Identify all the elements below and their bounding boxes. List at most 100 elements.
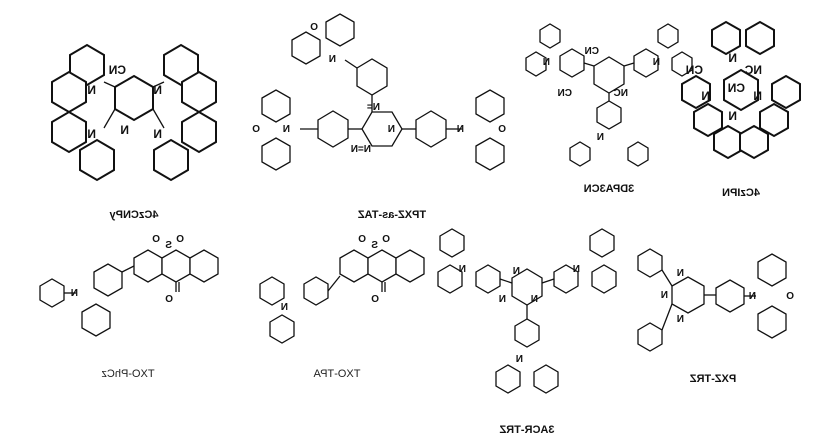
phenyl-ring xyxy=(637,322,663,352)
nitrogen-label: N xyxy=(499,294,506,305)
phenyl-ring xyxy=(569,141,591,167)
thioxanthone-ring xyxy=(339,249,369,283)
cyano-label: NC xyxy=(744,63,762,77)
benzene-core-ring xyxy=(593,56,625,94)
nitrogen-label: N xyxy=(543,57,550,68)
phenyl-ring xyxy=(415,110,447,148)
carbazole-ring xyxy=(51,110,87,154)
carbazole-ring xyxy=(93,263,123,297)
molecule-tpxz-as-taz: O N O N N O N= N=N N TPXZ-as-TAZ xyxy=(252,13,506,221)
nitrogen-label: N xyxy=(728,51,737,65)
triazine-ring xyxy=(671,276,705,314)
acridine-ring xyxy=(439,228,465,258)
carbazole-ring xyxy=(79,138,115,182)
carbazole-ring xyxy=(745,20,775,56)
nitrogen-label: N xyxy=(753,89,762,103)
carbazole-ring xyxy=(739,124,769,160)
nitrogen-label: N xyxy=(677,314,684,325)
caption-txo-tpa: TXO-TPA xyxy=(313,368,361,380)
phenyl-ring xyxy=(637,248,663,278)
acridine-ring xyxy=(589,228,615,258)
nitrogen-label: N xyxy=(388,124,395,135)
oxygen-label: O xyxy=(252,124,260,135)
cyano-label: CN xyxy=(686,63,703,77)
cyano-label: CN xyxy=(728,81,745,95)
carbazole-ring xyxy=(153,138,189,182)
phenyl-ring xyxy=(39,278,65,308)
oxygen-label: O xyxy=(152,234,160,245)
nitrogen-label: N xyxy=(459,264,466,275)
cyano-label: CN xyxy=(558,88,572,99)
phenoxazine-ring xyxy=(475,137,505,171)
carbazole-ring xyxy=(51,70,87,114)
phenoxazine-ring xyxy=(757,253,787,287)
phenyl-ring xyxy=(596,100,622,130)
caption-4czcnpy: 4CzCNPy xyxy=(109,209,159,221)
oxygen-label: O xyxy=(176,234,184,245)
phenyl-ring xyxy=(303,276,329,306)
thioxanthone-ring xyxy=(395,249,425,283)
oxygen-label: O xyxy=(310,22,318,33)
phenyl-ring xyxy=(715,279,745,313)
phenoxazine-ring xyxy=(757,305,787,339)
phenyl-ring xyxy=(539,23,561,49)
nitrogen-label: N xyxy=(87,83,96,97)
phenyl-ring xyxy=(514,318,540,348)
carbazole-ring xyxy=(81,303,111,337)
molecule-pxz-trz: N O N N N PXZ-TRZ xyxy=(637,248,794,385)
cyano-label: CN xyxy=(585,46,599,57)
molecule-txo-phcz: N S O O O TXO-PhCz xyxy=(39,234,219,380)
nitrogen-label: N xyxy=(513,266,520,277)
carbazole-ring xyxy=(771,74,801,110)
caption-pxz-trz: PXZ-TRZ xyxy=(690,373,737,385)
nitrogen-label: N xyxy=(283,124,290,135)
caption-3dpa3cn: 3DPA3CN xyxy=(584,183,635,195)
caption-4czipn: 4CzIPN xyxy=(722,187,760,199)
caption-3acr-trz: 3ACR-TRZ xyxy=(499,424,554,436)
molecule-4czcnpy: N N N N CN N 4CzCNPy xyxy=(51,43,217,221)
pyridine-ring xyxy=(114,74,154,122)
oxygen-label: O xyxy=(498,124,506,135)
phenoxazine-ring xyxy=(291,31,321,65)
molecule-3acr-trz: N N N N N N 3ACR-TRZ xyxy=(437,228,617,436)
thioxanthone-ring xyxy=(133,249,163,283)
phenyl-ring xyxy=(671,51,693,77)
phenyl-ring xyxy=(317,110,349,148)
oxygen-label: O xyxy=(382,234,390,245)
nitrogen-label: N xyxy=(153,127,162,141)
oxygen-label: O xyxy=(165,294,173,305)
nitrogen-label: N xyxy=(87,127,96,141)
molecule-4czipn: N N N N CN NC CN 4CzIPN xyxy=(681,20,801,199)
triazine-ring xyxy=(511,268,543,306)
oxygen-label: O xyxy=(358,234,366,245)
nitrogen-label: N xyxy=(120,123,129,137)
phenyl-ring xyxy=(657,23,679,49)
carbazole-ring xyxy=(759,102,789,138)
phenoxazine-ring xyxy=(261,89,291,123)
acridine-ring xyxy=(591,264,617,294)
phenoxazine-ring xyxy=(261,137,291,171)
nitrogen-label: N xyxy=(701,89,710,103)
oxygen-label: O xyxy=(786,291,794,302)
triazine-ring xyxy=(361,111,403,147)
phenyl-ring xyxy=(525,51,547,77)
carbazole-ring xyxy=(693,102,723,138)
nitrogen-label: N xyxy=(71,288,78,299)
carbazole-ring xyxy=(713,124,743,160)
nitrogen-label: N xyxy=(531,294,538,305)
nitrogen-label: N xyxy=(661,290,668,301)
nitrogen-label: N xyxy=(573,264,580,275)
azo-label: N=N xyxy=(351,144,371,155)
acridine-ring xyxy=(437,264,463,294)
molecule-txo-tpa: N S O O O TXO-TPA xyxy=(259,234,425,380)
oxygen-label: O xyxy=(371,294,379,305)
thioxanthone-ring xyxy=(161,249,191,283)
isophthalonitrile-ring xyxy=(723,68,759,112)
nitrogen-label: N xyxy=(281,302,288,313)
nitrogen-label: N xyxy=(457,124,464,135)
phenyl-ring xyxy=(259,276,285,306)
nitrogen-label: N xyxy=(597,132,604,143)
phenyl-ring xyxy=(356,58,388,96)
molecule-3dpa3cn: N N N CN CN NC 3DPA3CN xyxy=(525,23,693,195)
carbazole-ring xyxy=(181,70,217,114)
